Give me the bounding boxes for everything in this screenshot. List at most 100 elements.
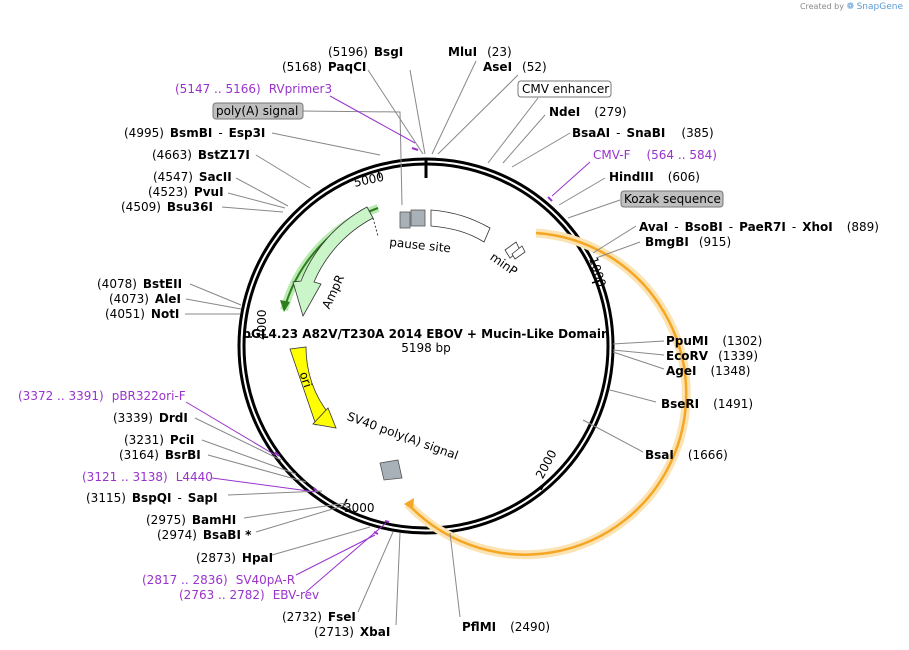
plasmid-name: pGL4.23 A82V/T230A 2014 EBOV + Mucin-Lik… (242, 327, 609, 341)
line-polya (299, 110, 403, 206)
kozak-label: Kozak sequence (624, 192, 721, 206)
credit-brand: SnapGene (856, 2, 903, 12)
tick-label-1000: 1000 (586, 255, 609, 288)
line-hindiii (558, 177, 606, 206)
enzyme-avai[interactable]: AvaI-BsoBI-PaeR7I-XhoI(889) (639, 220, 879, 234)
line-pvui (227, 192, 286, 209)
tick-1000 (591, 279, 602, 284)
cmv-enhancer-box[interactable]: CMV enhancer (517, 80, 612, 98)
minp-feature-2 (511, 245, 526, 260)
line-asei (437, 74, 519, 155)
enzyme-alei[interactable]: (4073)AleI (109, 292, 181, 306)
ebvrev-mark (384, 520, 390, 523)
enzyme-pflmi[interactable]: PflMI(2490) (462, 620, 550, 634)
enzyme-bsmbi[interactable]: (4995)BsmBI-Esp3I (124, 126, 265, 140)
primer-pbr322ori-f[interactable]: (3372 .. 3391)pBR322ori-F (18, 389, 186, 403)
ampr-dashed-line (372, 217, 379, 237)
enzyme-hpai[interactable]: (2873)HpaI (196, 551, 273, 565)
enzyme-bspqi[interactable]: (3115)BspQI-SapI (86, 491, 218, 505)
tick-label-4000: 4000 (255, 309, 269, 340)
cmv-enhancer-label: CMV enhancer (522, 82, 609, 96)
ampr-arc-arrowhead (280, 300, 290, 312)
ori-label: ori (297, 370, 315, 389)
line-bseri (609, 389, 657, 403)
enzyme-asei[interactable]: AseI(52) (483, 60, 547, 74)
polya-box[interactable]: poly(A) signal (212, 102, 304, 120)
enzyme-paqci[interactable]: (5168)PaqCI (282, 60, 366, 74)
enzyme-bsu36i[interactable]: (4509)Bsu36I (121, 200, 213, 214)
line-ecorv (612, 349, 665, 356)
enzyme-bsgi[interactable]: (5196)BsgI (328, 45, 403, 59)
enzyme-ecorv[interactable]: EcoRV(1339) (666, 349, 758, 363)
enzyme-pcii[interactable]: (3231)PciI (124, 433, 194, 447)
line-mlui (431, 60, 477, 155)
line-ndei (502, 114, 546, 164)
line-xbai (395, 532, 401, 626)
tick-5000 (377, 169, 381, 179)
enzyme-bamhi[interactable]: (2975)BamHI (146, 513, 236, 527)
plasmid-size: 5198 bp (401, 341, 451, 355)
enzyme-agei[interactable]: AgeI(1348) (666, 364, 750, 378)
enzyme-bmgbi[interactable]: BmgBI(915) (645, 235, 731, 249)
enzyme-ndei[interactable]: NdeI(279) (549, 105, 627, 119)
line-bsai (582, 419, 644, 453)
pause-site-label: pause site (389, 235, 452, 255)
tick-label-2000: 2000 (533, 448, 560, 482)
sv40-feature[interactable] (379, 459, 403, 481)
polya-feature[interactable] (399, 211, 411, 229)
line-pcii (201, 439, 297, 475)
kozak-box[interactable]: Kozak sequence (620, 190, 724, 208)
cmv-enhancer-feature[interactable] (430, 209, 491, 243)
primer-marks (274, 147, 553, 535)
enzyme-bsrbi[interactable]: (3164)BsrBI (119, 448, 201, 462)
line-bsteii (189, 283, 242, 306)
enzyme-noti[interactable]: (4051)NotI (105, 307, 179, 321)
credit-prefix: Created by (799, 2, 844, 11)
line-pflmi (449, 532, 461, 618)
enzyme-sacii[interactable]: (4547)SacII (153, 170, 232, 184)
enzyme-hindiii[interactable]: HindIII(606) (609, 170, 700, 184)
enzyme-ppumi[interactable]: PpuMI(1302) (666, 334, 762, 348)
connector-lines (185, 60, 665, 626)
snapgene-credit: Created by ❁ SnapGene (800, 2, 903, 12)
pause-site-feature[interactable] (410, 209, 426, 227)
kozak-box-bg (620, 190, 724, 208)
ampr-feature[interactable] (292, 206, 374, 318)
enzyme-pvui[interactable]: (4523)PvuI (148, 185, 224, 199)
line-alei (185, 298, 242, 310)
pbr322-mark (274, 451, 280, 457)
enzyme-xbai[interactable]: (2713)XbaI (314, 625, 390, 639)
primer-sv40pa-r[interactable]: (2817 .. 2836)SV40pA-R (142, 573, 295, 587)
enzyme-bsabi[interactable]: (2974)BsaBI * (157, 528, 252, 542)
enzyme-bstz17i[interactable]: (4663)BstZ17I (152, 148, 250, 162)
enzyme-bsai[interactable]: BsaI(1666) (645, 448, 728, 462)
tick-marks (244, 169, 602, 508)
line-bsgi (409, 69, 426, 155)
line-bsrbi (207, 454, 307, 483)
line-hpai (271, 526, 371, 556)
enzyme-bsaai[interactable]: BsaAI-SnaBI(385) (572, 126, 714, 140)
primer-l4440[interactable]: (3121 .. 3138)L4440 (82, 470, 213, 484)
primer-ebv-rev[interactable]: (2763 .. 2782)EBV-rev (179, 588, 319, 602)
enzyme-mlui[interactable]: MluI(23) (448, 45, 512, 59)
ampr-label: AmpR (319, 273, 347, 311)
line-pbr322 (185, 401, 276, 456)
enzyme-fsei[interactable]: (2732)FseI (282, 610, 356, 624)
line-cmv-enhancer (487, 97, 539, 164)
luc-arrowhead (404, 498, 414, 510)
line-bsaai (511, 132, 571, 168)
tick-2000 (540, 482, 546, 491)
enzyme-drdi[interactable]: (3339)DrdI (113, 411, 188, 425)
primer-rvprimer3[interactable]: (5147 .. 5166)RVprimer3 (175, 82, 332, 96)
enzyme-bseri[interactable]: BseRI(1491) (661, 397, 753, 411)
primer-cmvf[interactable]: CMV-F(564 .. 584) (593, 148, 717, 162)
enzyme-bsteii[interactable]: (4078)BstEII (97, 277, 182, 291)
line-bstz17i (255, 154, 311, 189)
line-bamhi (243, 502, 347, 519)
polya-box-bg (212, 102, 304, 120)
line-cmvf (551, 161, 591, 197)
line-bmgbi (595, 241, 641, 259)
snapgene-logo-icon: ❁ (846, 2, 855, 12)
line-l4440 (211, 477, 317, 493)
